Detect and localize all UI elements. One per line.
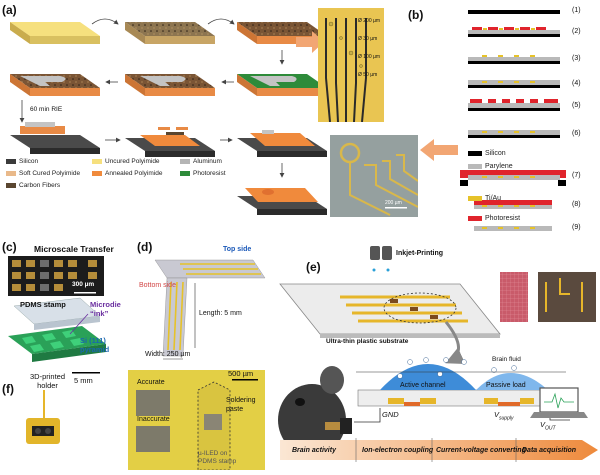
probe-photo: Ø 200 µm Ø 30 µm Ø 100 µm Ø 50 µm [318,8,384,123]
stamp-diagram [8,297,106,362]
step-2: (2) [572,28,581,35]
legend-parylene: Parylene [468,163,513,170]
legend-annealed: Annealed Polyimide [92,170,162,177]
probe-label-100: Ø 100 µm [358,54,381,60]
iled-photo: Accurate Inaccurate Soldering paste µ-IL… [128,369,265,471]
step-8: (8) [572,201,581,208]
vout-label: VOUT [540,420,556,432]
flow-data-acquisition: Data acquisition [522,447,577,454]
substrate-label: Ultra-thin plastic substrate [326,338,409,345]
rie-label: 60 min RIE [30,106,63,113]
probe-label-200: Ø 200 µm [358,18,381,24]
legend-aluminum: Aluminum [180,158,222,165]
inkjet-head [370,246,392,272]
length-label: Length: 5 mm [199,310,242,317]
step-3: (3) [572,55,581,62]
wafer-photoresist [237,74,327,96]
micrograph-traces [330,135,419,217]
panel-d-label: (d) [137,240,153,254]
step-4: (4) [572,80,581,87]
wafer-aluminum-1 [10,74,100,96]
width-label: Width: 250 µm [145,351,191,358]
flow-current-voltage: Current-voltage converting [436,447,526,454]
bottom-side-label: Bottom side [139,282,176,289]
legend-soft-cured: Soft Cured Polyimide [6,170,80,177]
probe-traces [318,8,384,123]
cf-fragments [158,127,188,135]
microdie-ink-label: Microdie “ink” [90,300,121,318]
die-array [12,260,97,294]
panel-a-process-diagram [10,18,327,215]
panel-f-label: (f) [2,382,14,396]
wafer-annealed-1 [125,135,215,157]
si-pyramid-label: Si (111) pyramid [80,336,110,354]
panel-b-label: (b) [408,8,424,22]
wafer-carbon-1 [125,22,215,44]
wafer-uncured [10,22,100,44]
step-6: (6) [572,130,581,137]
legend-carbon-fibers: Carbon Fibers [6,182,60,189]
pdms-stamp-label: PDMS stamp [20,300,66,309]
transfer-scale: 300 µm [72,281,95,288]
micrograph-photo: 200 µm [330,135,419,217]
panel-c-label: (c) [2,240,17,254]
panel-e: (e) [270,242,600,474]
wafer-final [237,188,327,215]
legend-uncured-polyimide: Uncured Polyimide [92,158,160,165]
probe-3d-model [154,259,266,360]
step-9: (9) [572,224,581,231]
flow-brain-activity: Brain activity [292,447,336,454]
arrow-to-probe [296,31,324,53]
wafer-aluminum-2 [125,74,215,96]
micrograph-scale: 200 µm [385,200,402,206]
holder-device [26,372,100,444]
panel-b-layer-stack [460,10,566,231]
iled-label: µ-ILED on PDMS stamp [198,450,237,465]
step-1: (1) [572,7,581,14]
panel-b: (b) [390,0,600,235]
probe-label-30: Ø 30 µm [358,36,378,42]
scale-500um: 500 µm [228,369,254,378]
legend-tiau: Ti/Au [468,195,501,202]
wafer-rie-result [10,122,100,154]
brain-fluid-label: Brain fluid [492,356,521,363]
step-5: (5) [572,102,581,109]
inaccurate-label: Inaccurate [137,416,170,423]
scale-5mm: 5 mm [74,376,93,385]
flow-ion-electron: Ion-electron coupling [362,447,434,454]
legend-photoresist-a: Photoresist [180,170,226,177]
panel-a-label: (a) [2,3,17,17]
solder-label: Soldering paste [226,397,256,413]
transfer-photo: 300 µm [8,256,104,296]
panel-c: (c) Microscale Transfer 300 µm PDMS stam… [0,238,135,363]
legend-photoresist-b: Photoresist [468,215,520,222]
microscale-transfer-title: Microscale Transfer [34,244,114,254]
panel-e-label: (e) [306,260,321,274]
vsupply-label: Vsupply [494,410,514,422]
holder-label: 3D-printed holder [30,372,66,390]
wafer-annealed-2 [237,130,327,157]
gnd-label: GND [382,410,399,419]
legend-silicon-b: Silicon [468,150,506,157]
top-side-label: Top side [223,246,252,253]
panel-d: (d) Top side Bottom side Length: 5 mm Wi… [135,238,275,363]
probe-label-50: Ø 50 µm [358,72,378,78]
step-7: (7) [572,172,581,179]
arrow-to-micrograph [420,139,458,161]
panel-e-diagram [278,246,598,462]
accurate-label: Accurate [137,379,165,386]
panel-a: (a) [0,0,340,235]
active-channel-label: Active channel [400,382,446,389]
iled-photo-content [128,370,265,471]
panel-f: (f) 3D-printed holder 5 mm Accurate Inac… [0,366,265,474]
legend-silicon-a: Silicon [6,158,38,165]
inkjet-label: Inkjet-Printing [396,250,444,257]
passive-load-label: Passive load [486,382,526,389]
